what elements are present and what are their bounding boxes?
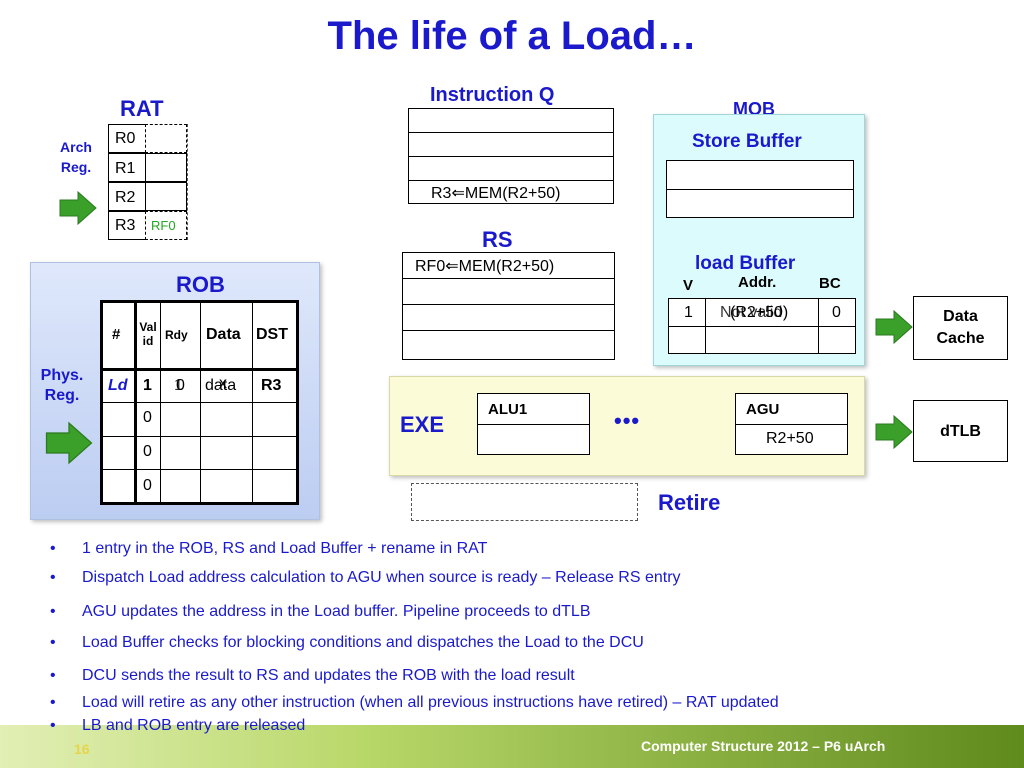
agu-to-dtlb-arrow-icon	[875, 414, 913, 450]
rs-entry: RF0⇐MEM(R2+50)	[402, 252, 615, 279]
iq-entry	[408, 108, 614, 133]
load-v-cell: 1	[668, 298, 706, 327]
retire-label: Retire	[658, 490, 721, 515]
phys-reg-label: Phys. Reg.	[40, 367, 84, 404]
bullet-item: •1 entry in the ROB, RS and Load Buffer …	[50, 540, 488, 557]
bullet-item: •Load will retire as any other instructi…	[50, 694, 779, 711]
rob-row-valid: 0	[143, 477, 152, 494]
rob-border	[100, 469, 298, 470]
rob-row-data: data	[205, 377, 237, 394]
load-header-addr: Addr.	[738, 274, 777, 291]
load-bc-cell	[818, 326, 856, 354]
rob-border	[200, 300, 201, 505]
rob-row-num: Ld	[108, 377, 128, 394]
rat-reg-cell: R1	[108, 153, 146, 182]
footer-course: Computer Structure 2012 – P6 uArch	[641, 738, 886, 754]
rob-header-rdy: Rdy	[165, 328, 188, 342]
iq-entry: R3⇐MEM(R2+50)	[408, 180, 614, 204]
rob-row-valid: 1	[143, 377, 152, 394]
retire-box	[411, 483, 638, 521]
iq-entry	[408, 156, 614, 181]
footer-bar	[0, 725, 1024, 768]
rob-border	[100, 402, 298, 403]
load-to-cache-arrow-icon	[875, 309, 913, 345]
rob-border	[100, 368, 298, 371]
dtlb-box: dTLB	[913, 400, 1008, 462]
rob-border	[100, 436, 298, 437]
bullet-item: •AGU updates the address in the Load buf…	[50, 603, 591, 620]
load-v-cell	[668, 326, 706, 354]
rob-border	[100, 300, 103, 505]
rob-row-data-strike: x	[219, 375, 227, 392]
rob-header-dst: DST	[256, 326, 288, 343]
load-addr-cell: Not valid (R2+50)	[705, 298, 819, 327]
rob-border	[100, 300, 298, 303]
rat-reg-cell: R0	[108, 124, 146, 153]
rs-entry	[402, 304, 615, 331]
rob-header-valid: Val id	[139, 320, 157, 348]
load-bc-cell: 0	[818, 298, 856, 327]
data-cache-box: Data Cache	[913, 296, 1008, 360]
rat-reg-cell: R2	[108, 182, 146, 211]
rob-row-valid: 0	[143, 409, 152, 426]
alu1-value-cell	[477, 424, 590, 455]
bullet-item: •Dispatch Load address calculation to AG…	[50, 569, 681, 586]
iq-entry	[408, 132, 614, 157]
rob-row-rdy-old: 1	[174, 377, 183, 394]
arch-reg-label: Arch Reg.	[60, 139, 92, 175]
store-buffer-label: Store Buffer	[692, 131, 802, 152]
bullet-item: •Load Buffer checks for blocking conditi…	[50, 634, 644, 651]
load-header-bc: BC	[819, 275, 841, 292]
bullet-item: •DCU sends the result to RS and updates …	[50, 667, 575, 684]
rob-border	[296, 300, 299, 505]
agu-value-cell: R2+50	[735, 424, 848, 455]
rat-reg-cell: R3	[108, 211, 146, 240]
slide-title: The life of a Load…	[327, 14, 697, 58]
rs-entry	[402, 278, 615, 305]
rs-label: RS	[482, 227, 513, 252]
ellipsis-dots: •••	[614, 408, 641, 433]
phys-reg-arrow-icon	[45, 421, 93, 465]
rob-header-data: Data	[206, 326, 241, 343]
rat-map-cell: RF0	[145, 211, 187, 240]
rs-entry	[402, 330, 615, 360]
load-addr-cell	[705, 326, 819, 354]
bullet-item: •LB and ROB entry are released	[50, 717, 306, 734]
rob-border	[160, 300, 161, 505]
store-buffer-entry	[666, 160, 854, 190]
rob-border	[134, 300, 137, 505]
agu-header: AGU	[735, 393, 848, 425]
instruction-q-label: Instruction Q	[430, 84, 555, 106]
rat-label: RAT	[120, 96, 164, 121]
alu1-header: ALU1	[477, 393, 590, 425]
rat-map-cell	[145, 182, 187, 211]
rob-header-num: #	[112, 326, 121, 343]
rob-row-dst: R3	[261, 377, 282, 394]
page-number: 16	[74, 741, 90, 757]
rat-map-cell	[145, 153, 187, 182]
store-buffer-entry	[666, 189, 854, 218]
rob-border	[252, 300, 253, 505]
rob-row-rdy-new: 0	[176, 377, 185, 394]
load-header-v: V	[683, 277, 694, 294]
rat-map-cell	[145, 124, 187, 153]
arch-reg-arrow-icon	[59, 190, 97, 226]
load-buffer-label: load Buffer	[695, 253, 796, 274]
exe-label: EXE	[400, 412, 445, 437]
rob-border	[100, 502, 298, 505]
rob-row-valid: 0	[143, 443, 152, 460]
rob-label: ROB	[176, 272, 225, 297]
